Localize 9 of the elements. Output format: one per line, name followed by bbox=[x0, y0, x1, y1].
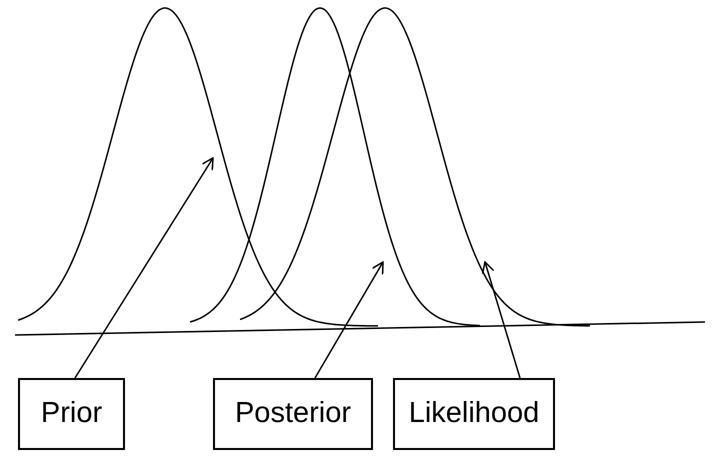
label-text: Posterior bbox=[234, 396, 352, 432]
label-text: Prior bbox=[40, 396, 102, 432]
label-box bbox=[213, 378, 373, 450]
label-box bbox=[393, 378, 555, 450]
label-box bbox=[18, 378, 125, 450]
leader-arrow bbox=[314, 261, 384, 378]
leader-arrow bbox=[74, 157, 214, 378]
leader-arrow bbox=[482, 261, 521, 378]
label-text: Likelihood bbox=[408, 396, 540, 432]
